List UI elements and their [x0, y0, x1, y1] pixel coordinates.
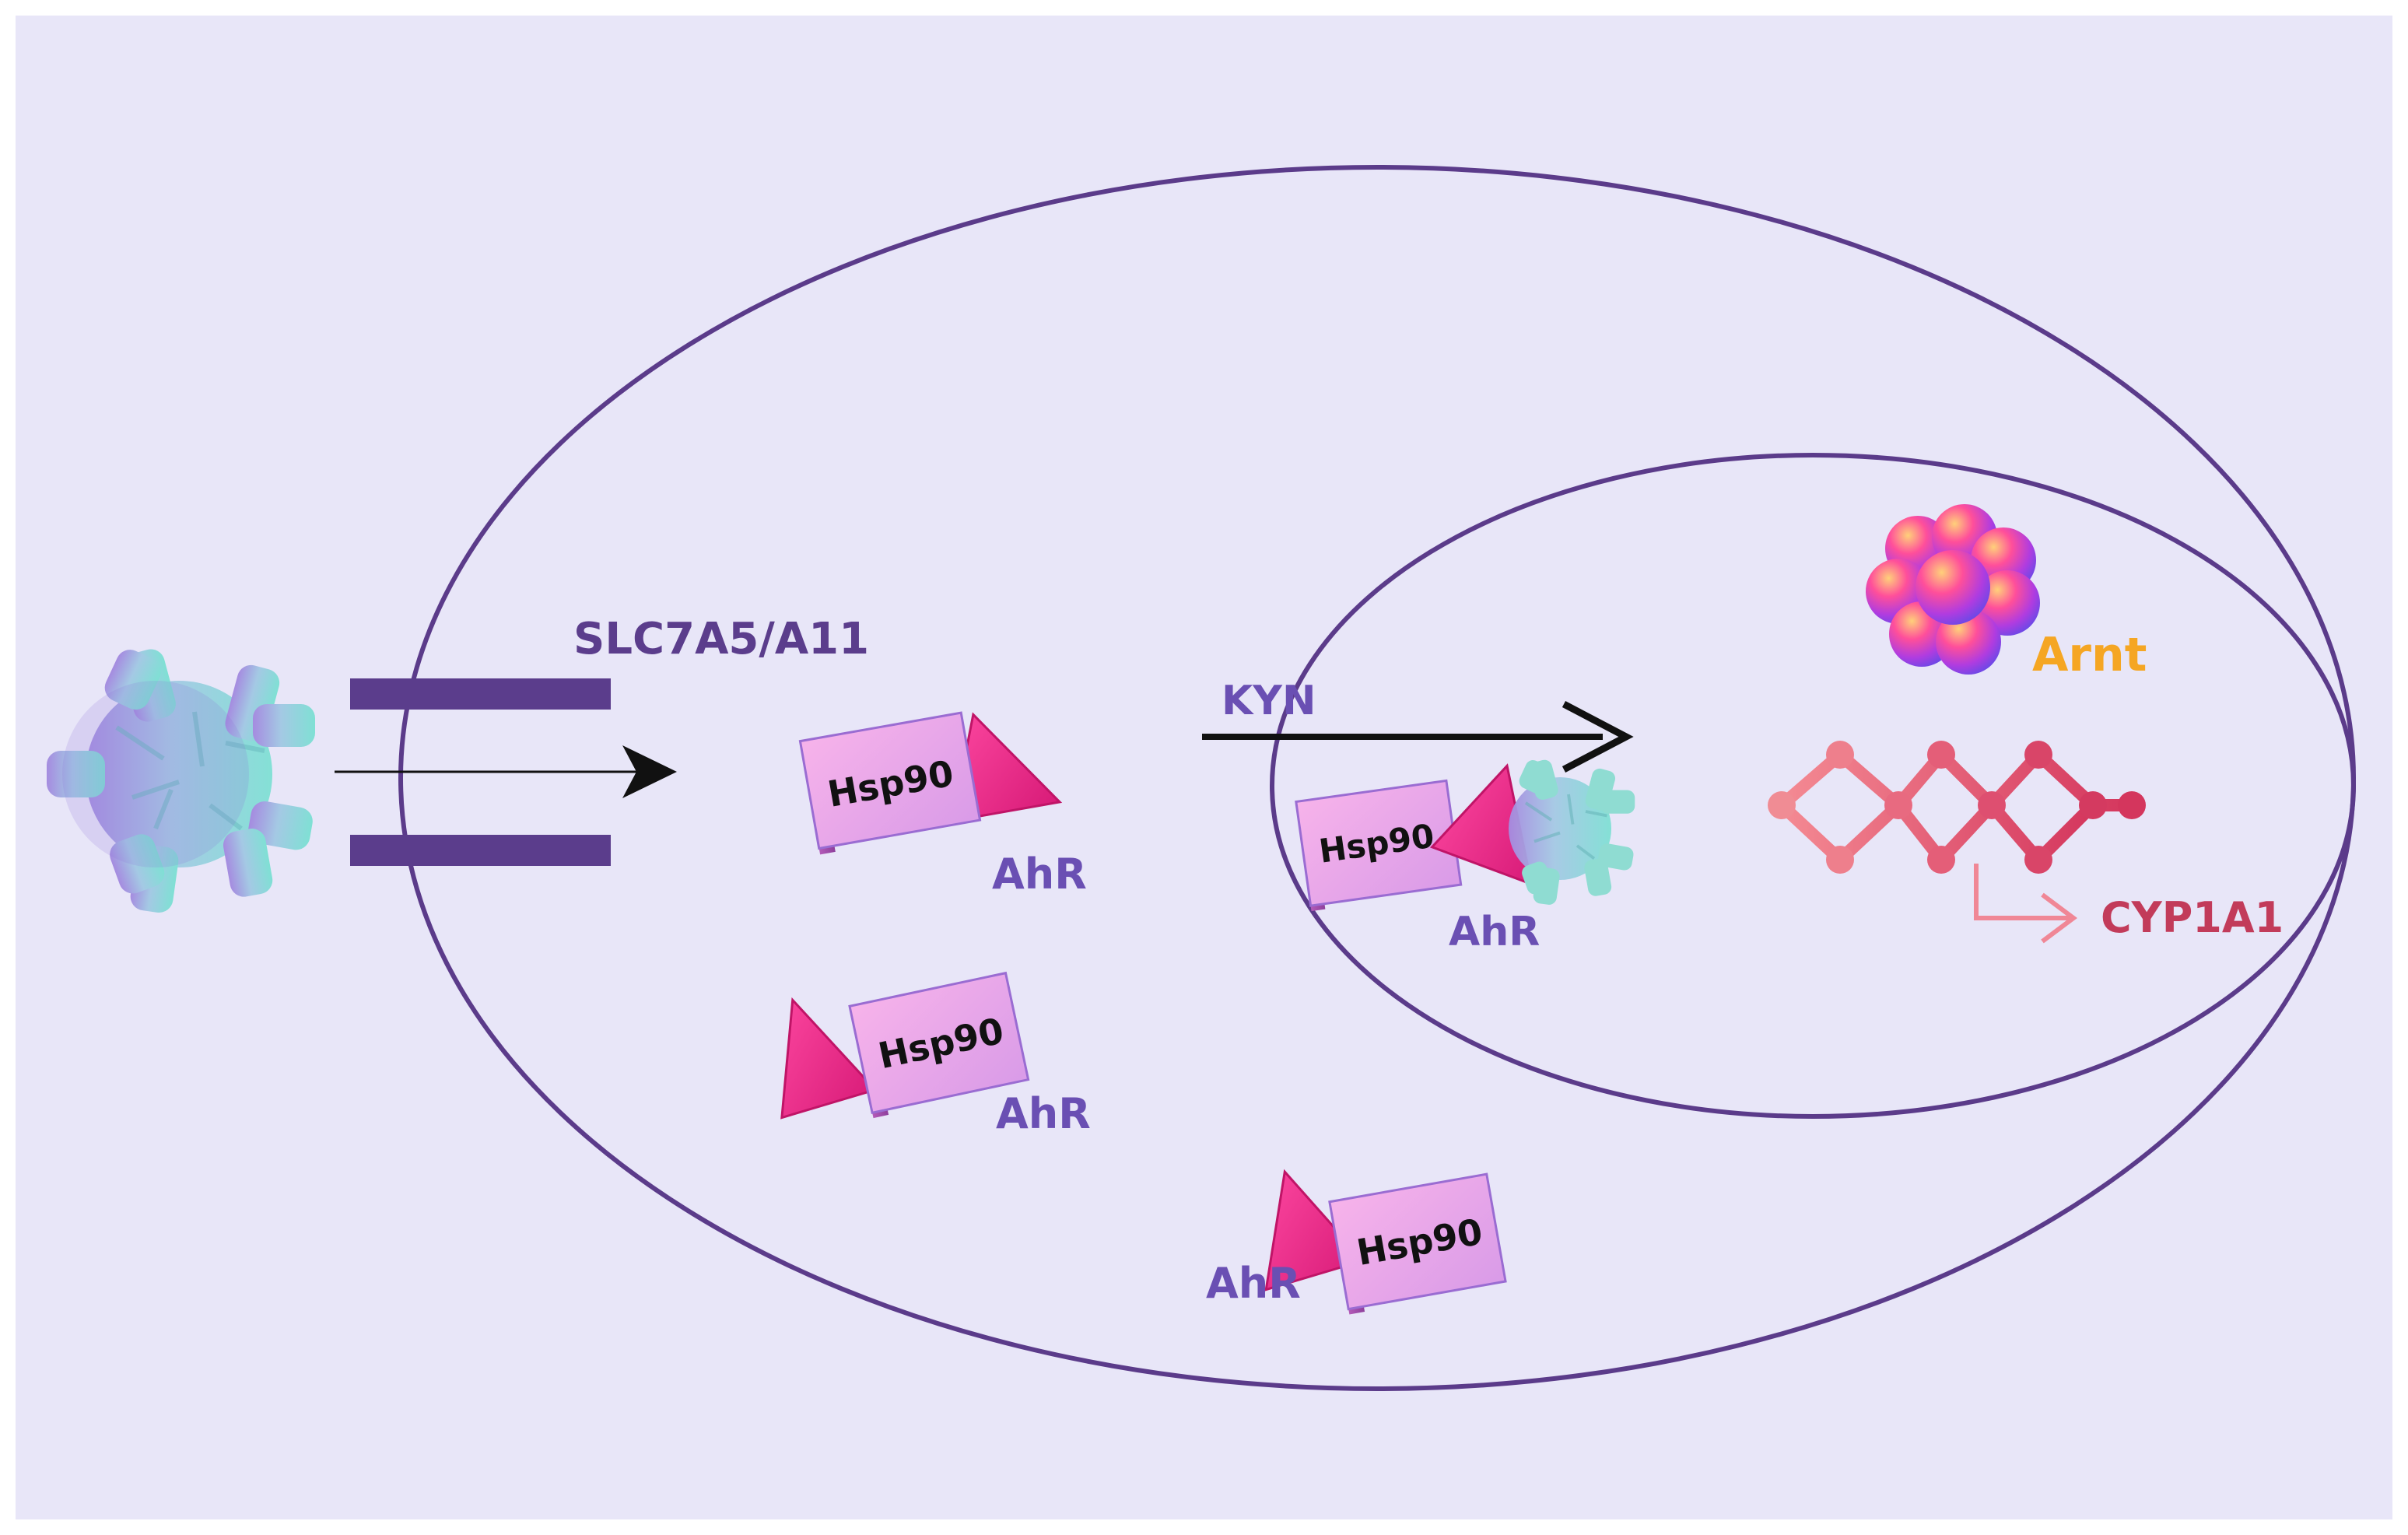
kyn-label: KYN	[1222, 678, 1316, 724]
ahr-label: AhR	[1206, 1259, 1301, 1308]
hsp90-ahr-complex: Hsp90	[798, 711, 1063, 855]
ahr-label: AhR	[996, 1089, 1091, 1138]
hsp90-ahr-complex: Hsp90	[1264, 1169, 1507, 1315]
transporter-bar-top	[350, 678, 611, 710]
hsp90-box	[848, 971, 1030, 1115]
ahr-label: AhR	[1449, 909, 1540, 955]
kynurenine-molecule-icon	[1509, 759, 1635, 905]
ahr-triangle	[780, 997, 878, 1120]
arnt-protein-icon	[1866, 504, 2040, 675]
hsp90-ahr-complex: Hsp90	[780, 971, 1030, 1120]
hsp90-box	[1328, 1172, 1507, 1311]
nucleus-membrane	[1270, 453, 2356, 1119]
influx-arrowhead	[622, 745, 677, 798]
diagram-background	[16, 16, 2392, 1519]
nuclear-import-arrowhead	[1562, 701, 1634, 773]
transporter-label: SLC7A5/A11	[573, 614, 869, 664]
ahr-label: AhR	[992, 850, 1087, 899]
kynurenine-molecule-icon	[47, 649, 315, 913]
arnt-label: Arnt	[2032, 628, 2147, 682]
hsp90-box	[798, 711, 982, 850]
transcription-arrow-icon	[1974, 864, 2077, 944]
hsp90-ahr-kyn-complex: Hsp90	[1295, 763, 1533, 912]
dna-node-dots	[1768, 741, 2146, 874]
transporter-bar-bottom	[350, 835, 611, 866]
cyp1a1-label: CYP1A1	[2101, 893, 2284, 942]
